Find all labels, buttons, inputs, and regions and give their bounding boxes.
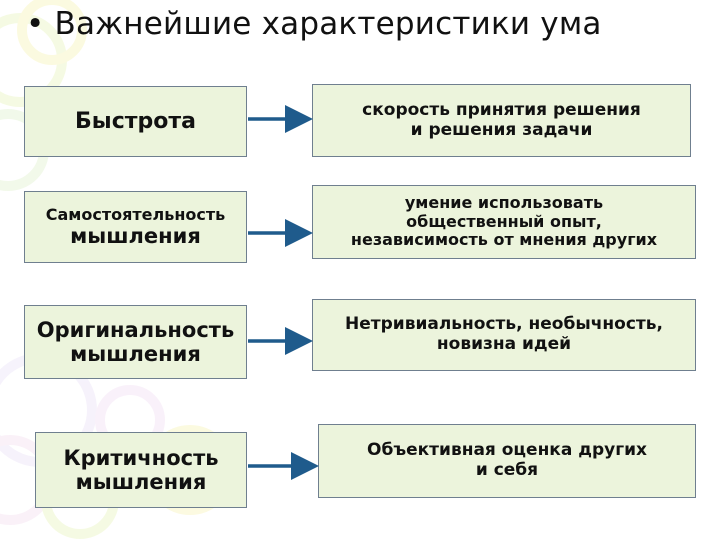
- left-box-label: Самостоятельность: [45, 204, 226, 224]
- right-box-label: новизна идей: [436, 334, 572, 354]
- left-box-label: мышления: [75, 470, 207, 494]
- left-box-independence: Самостоятельность мышления: [24, 191, 247, 263]
- right-box-label: независимость от мнения других: [350, 230, 658, 250]
- left-box-label: Оригинальность: [36, 317, 235, 342]
- left-box-speed: Быстрота: [24, 86, 247, 157]
- right-box-label: Нетривиальность, необычность,: [345, 314, 663, 335]
- left-box-label: мышления: [70, 224, 201, 249]
- right-box-originality: Нетривиальность, необычность, новизна ид…: [312, 299, 696, 371]
- left-box-label: Критичность: [63, 445, 219, 470]
- right-box-independence: умение использовать общественный опыт, н…: [312, 185, 696, 259]
- left-box-label: Быстрота: [75, 108, 196, 134]
- left-box-criticality: Критичность мышления: [35, 432, 247, 508]
- left-box-originality: Оригинальность мышления: [24, 305, 247, 379]
- title-text: Важнейшие характеристики ума: [54, 6, 602, 42]
- right-box-speed: скорость принятия решения и решения зада…: [312, 84, 691, 157]
- right-box-label: и решения задачи: [410, 119, 593, 140]
- page-title: •Важнейшие характеристики ума: [26, 6, 602, 42]
- right-box-label: общественный опыт,: [406, 211, 602, 231]
- right-box-label: скорость принятия решения: [362, 99, 641, 120]
- right-box-criticality: Объективная оценка других и себя: [318, 424, 696, 498]
- right-box-label: умение использовать: [404, 193, 604, 213]
- right-box-label: и себя: [475, 460, 539, 480]
- right-box-label: Объективная оценка других: [367, 440, 647, 461]
- bullet: •: [26, 6, 45, 42]
- left-box-label: мышления: [70, 342, 201, 366]
